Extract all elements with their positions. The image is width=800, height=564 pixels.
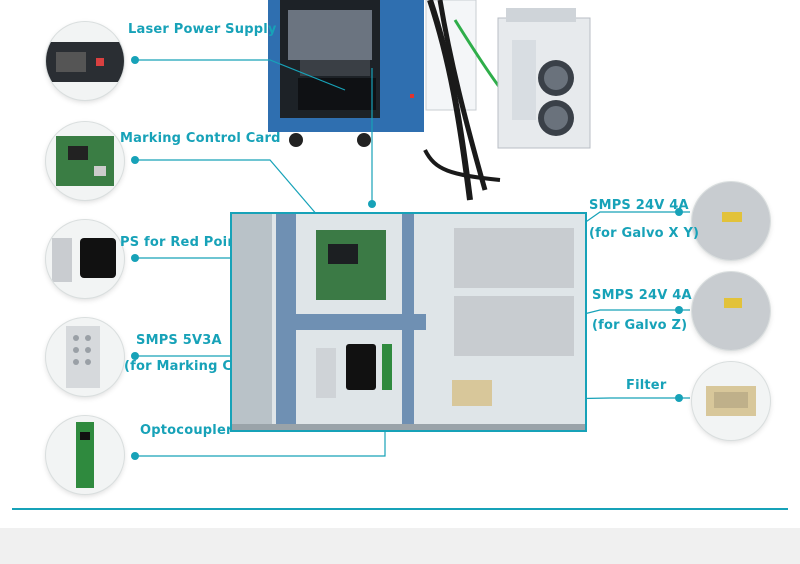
divider-line xyxy=(12,508,788,510)
label-filter: Filter xyxy=(626,378,667,393)
label-ps-red-pointer: PS for Red Pointer xyxy=(120,235,259,250)
callout-dot xyxy=(675,208,683,216)
footer-band xyxy=(0,528,800,564)
label-smps-5v3a: SMPS 5V3A xyxy=(136,333,222,348)
filter-photo xyxy=(692,362,770,440)
cabinet-interior-photo xyxy=(230,212,587,432)
smps-z-photo xyxy=(692,272,770,350)
callout-dot xyxy=(675,306,683,314)
callout-dot xyxy=(131,156,139,164)
label-laser-power-supply: Laser Power Supply xyxy=(128,22,277,37)
optocoupler-photo xyxy=(46,416,124,494)
callout-dot xyxy=(131,352,139,360)
laser-power-supply-photo xyxy=(46,22,124,100)
label-for-galvo-z: (for Galvo Z) xyxy=(592,318,688,333)
callout-dot xyxy=(131,452,139,460)
smps-5v-photo xyxy=(46,318,124,396)
label-for-galvo-xy: (for Galvo X Y) xyxy=(589,226,700,241)
callout-dot xyxy=(675,394,683,402)
callout-dot xyxy=(131,56,139,64)
callout-dot xyxy=(131,254,139,262)
laser-marking-machine-illustration xyxy=(268,0,591,205)
label-for-marking-card: (for Marking Card) xyxy=(124,359,264,374)
smps-xy-photo xyxy=(692,182,770,260)
label-smps-24v-xy: SMPS 24V 4A xyxy=(589,198,689,213)
label-marking-control-card: Marking Control Card xyxy=(120,131,281,146)
control-card-photo xyxy=(46,122,124,200)
red-pointer-ps-photo xyxy=(46,220,124,298)
label-optocoupler: Optocoupler xyxy=(140,423,233,438)
label-smps-24v-z: SMPS 24V 4A xyxy=(592,288,692,303)
